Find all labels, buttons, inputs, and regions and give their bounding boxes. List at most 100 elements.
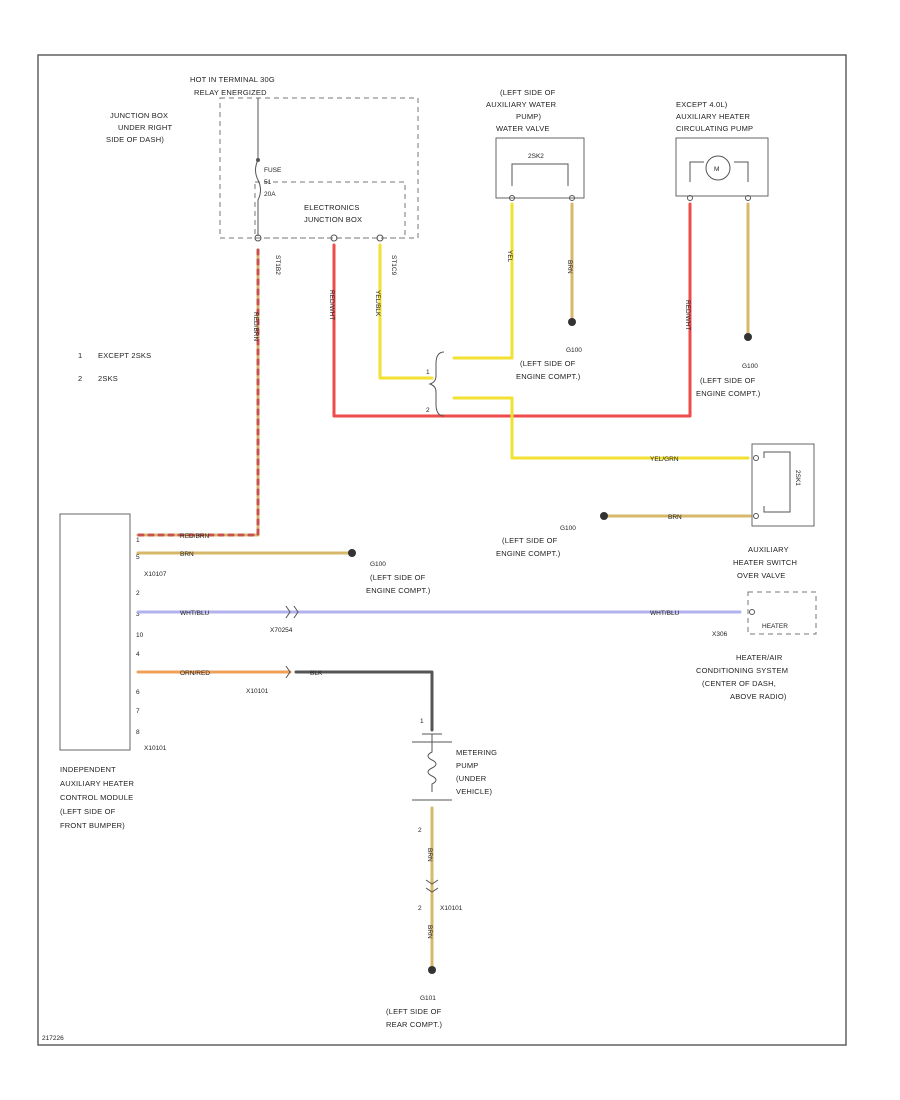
wire-label-wht-blu-2: WHT/BLU: [650, 610, 680, 617]
legend-item-1-number: 1: [78, 351, 82, 360]
wire-label-brn-5: BRN: [426, 925, 433, 939]
junction-box-title-3: SIDE OF DASH): [106, 135, 164, 144]
module-pin-2: 2: [136, 590, 140, 597]
wire-label-yel: YEL: [506, 250, 513, 263]
fuse-rating: 20A: [264, 191, 276, 198]
ground-4-line-2: (LEFT SIDE OF: [370, 573, 426, 582]
water-pump-label-2: AUXILIARY WATER: [486, 100, 557, 109]
wire-label-brn-4: BRN: [426, 848, 433, 862]
inline-connector-2: X10101: [246, 688, 269, 695]
module-pin-6: 6: [136, 689, 140, 696]
ground-5-id: G101: [420, 995, 436, 1002]
legend-item-2-text: 2SKS: [98, 374, 118, 383]
metering-pump-pin-3: 2: [418, 905, 422, 912]
metering-pump-pin-2: 2: [418, 827, 422, 834]
hot-at-terminal-label: HOT IN TERMINAL 30G: [190, 75, 275, 84]
module-label-3: CONTROL MODULE: [60, 793, 133, 802]
ground-1: [568, 318, 576, 326]
heater-ac-label-1: HEATER/AIR: [736, 653, 783, 662]
wire-label-blk: BLK: [310, 670, 323, 677]
ground-3-line-2: (LEFT SIDE OF: [502, 536, 558, 545]
legend: 1 EXCEPT 2SKS 2 2SKS: [78, 351, 151, 383]
inline-connector-3: X10101: [440, 905, 463, 912]
ejb-label-2: JUNCTION BOX: [304, 215, 362, 224]
module-pin-5: 5: [136, 554, 140, 561]
ground-1-line-2: (LEFT SIDE OF: [520, 359, 576, 368]
fuse-symbol: [255, 159, 261, 201]
wire-label-yel-blk: YEL/BLK: [374, 290, 381, 317]
wire-black: [294, 670, 434, 732]
ejb-label-1: ELECTRONICS: [304, 203, 360, 212]
splice-label-2: 2: [426, 407, 430, 414]
ground-4-line-3: ENGINE COMPT.): [366, 586, 431, 595]
heater-ac-label-2: CONDITIONING SYSTEM: [696, 666, 788, 675]
wire-label-brn-1: BRN: [566, 260, 573, 274]
module-label-5: FRONT BUMPER): [60, 821, 125, 830]
motor-icon: [705, 155, 731, 181]
ground-2-line-2: (LEFT SIDE OF: [700, 376, 756, 385]
diagram-code: 217226: [42, 1035, 64, 1042]
relay-energized-label: RELAY ENERGIZED: [194, 88, 267, 97]
wire-label-wht-blu-1: WHT/BLU: [180, 610, 210, 617]
module-pin-4: 4: [136, 651, 140, 658]
metering-pump-label-2: PUMP: [456, 761, 478, 770]
inline-connector-1: X70254: [270, 627, 293, 634]
module-pin-8: 8: [136, 729, 140, 736]
heater-ac-label-3: (CENTER OF DASH,: [702, 679, 776, 688]
circulating-pump-component: EXCEPT 4.0L) AUXILIARY HEATER CIRCULATIN…: [675, 100, 769, 201]
ground-4-id: G100: [370, 561, 386, 568]
water-pump-label-3: PUMP): [516, 112, 541, 121]
wire-yellow-valve: [452, 396, 750, 460]
shutoff-valve-label-1: AUXILIARY: [748, 545, 789, 554]
ground-1-id: G100: [566, 347, 582, 354]
ground-2-line-3: ENGINE COMPT.): [696, 389, 761, 398]
shutoff-valve-component: 2SK1 AUXILIARY HEATER SWITCH OVER VALVE: [733, 443, 815, 580]
diagram-frame: [37, 54, 847, 1046]
splice-label-1: 1: [426, 369, 430, 376]
connector-id-2: ST1C9: [390, 255, 397, 276]
legend-item-1-text: EXCEPT 2SKS: [98, 351, 151, 360]
ground-3: [600, 512, 608, 520]
circ-pump-label-3: CIRCULATING PUMP: [676, 124, 753, 133]
circ-pump-label-2: AUXILIARY HEATER: [676, 112, 750, 121]
heater-ac-connector: X306: [712, 631, 728, 638]
wire-red-brn: [136, 248, 260, 537]
circ-pump-label-1: EXCEPT 4.0L): [676, 100, 728, 109]
ground-5: [428, 966, 436, 974]
wire-label-red-brn: RED/BRN: [180, 533, 210, 540]
junction-box: HOT IN TERMINAL 30G RELAY ENERGIZED JUNC…: [106, 75, 419, 242]
metering-pump-pin-1: 1: [420, 718, 424, 725]
module-label-2: AUXILIARY HEATER: [60, 779, 134, 788]
shutoff-valve-label-2: HEATER SWITCH: [733, 558, 797, 567]
module-pin-3: 3: [136, 611, 140, 618]
water-pump-label-1: (LEFT SIDE OF: [500, 88, 556, 97]
junction-box-title-2: UNDER RIGHT: [118, 123, 173, 132]
shutoff-valve-label-3: OVER VALVE: [737, 571, 785, 580]
ground-4: [348, 549, 356, 557]
metering-pump-label-1: METERING: [456, 748, 497, 757]
ground-3-line-3: ENGINE COMPT.): [496, 549, 561, 558]
heater-ac-label-4: ABOVE RADIO): [730, 692, 787, 701]
water-valve-id: 2SK2: [528, 153, 544, 160]
module-pin-10: 10: [136, 632, 144, 639]
module-label-4: (LEFT SIDE OF: [60, 807, 116, 816]
heater-ac-inner: HEATER: [762, 623, 788, 630]
ground-2: [744, 333, 752, 341]
module-connector-bottom: X10101: [144, 745, 167, 752]
connector-id-1: ST1B2: [274, 255, 281, 275]
legend-item-2-number: 2: [78, 374, 82, 383]
ground-2-id: G100: [742, 363, 758, 370]
ground-5-line-2: (LEFT SIDE OF: [386, 1007, 442, 1016]
motor-symbol: M: [714, 166, 719, 173]
ground-5-line-3: REAR COMPT.): [386, 1020, 442, 1029]
wire-label-yel-grn: YEL/GRN: [650, 456, 679, 463]
wire-label-red-brn-vertical: RED/BRN: [252, 312, 259, 342]
wire-label-brn-3: BRN: [180, 551, 194, 558]
ground-1-line-3: ENGINE COMPT.): [516, 372, 581, 381]
fuse-number: 51: [264, 179, 272, 186]
wire-label-red-wht: RED/WHT: [328, 290, 335, 320]
wire-yellow: [378, 243, 434, 380]
module-pin-1: 1: [136, 537, 140, 544]
heater-ac-component: HEATER X306 HEATER/AIR CONDITIONING SYST…: [696, 591, 817, 701]
